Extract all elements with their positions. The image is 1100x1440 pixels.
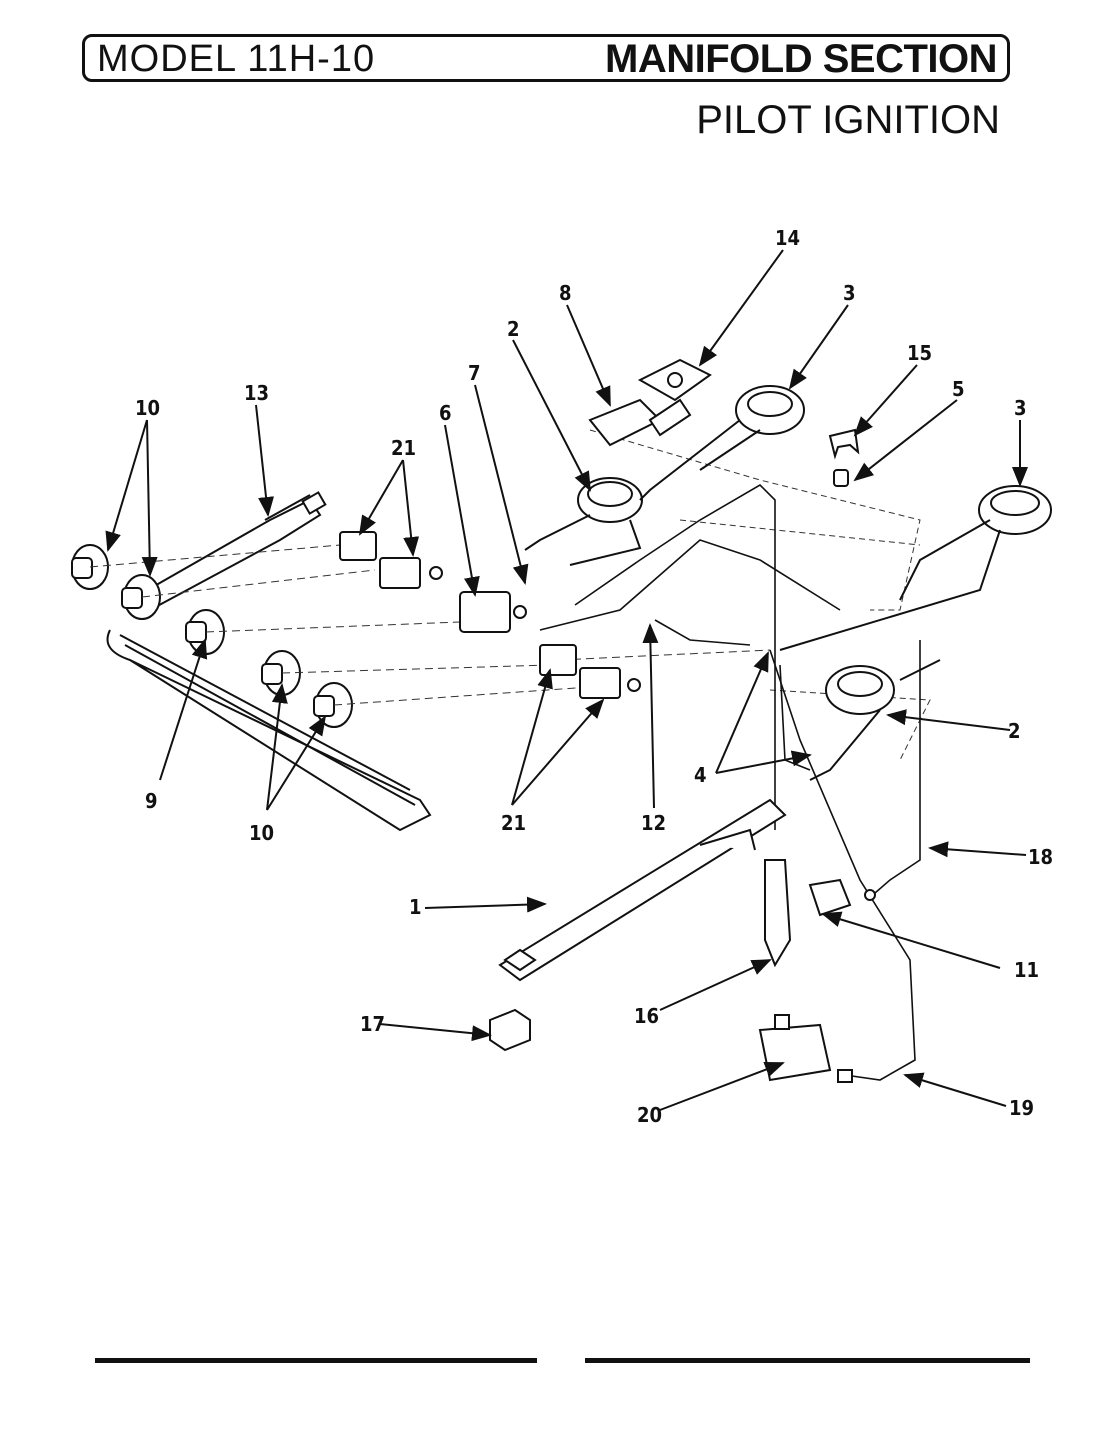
- callout-21b: 21: [501, 811, 526, 835]
- leader-lines: [105, 249, 1028, 1111]
- callout-19: 19: [1009, 1096, 1034, 1120]
- callout-14: 14: [775, 226, 800, 250]
- callout-18: 18: [1028, 845, 1053, 869]
- callout-13: 13: [244, 381, 269, 405]
- callouts: 14 8 3 2 7 6 15 5 3 10 13 21 9 10 21 12 …: [135, 226, 1053, 1127]
- main-burner-1: [498, 798, 787, 982]
- parts-15-5: [828, 428, 860, 487]
- callout-7: 7: [468, 361, 481, 385]
- callout-21a: 21: [391, 436, 416, 460]
- section-title: MANIFOLD SECTION: [605, 37, 997, 81]
- callout-10a: 10: [135, 396, 160, 420]
- manifold-pipe: [106, 629, 432, 832]
- callout-5: 5: [952, 377, 965, 401]
- model-title: MODEL 11H-10: [97, 38, 376, 80]
- cooktop-frame: [589, 429, 931, 761]
- callout-3a: 3: [843, 281, 856, 305]
- pilot-assembly: [764, 859, 876, 968]
- callout-2a: 2: [507, 317, 520, 341]
- callout-12: 12: [641, 811, 666, 835]
- callout-15: 15: [907, 341, 932, 365]
- header-box: MODEL 11H-10 MANIFOLD SECTION: [82, 34, 1010, 82]
- footer-rule-left: [95, 1358, 537, 1363]
- callout-9: 9: [145, 789, 158, 813]
- valves-lower: [539, 644, 641, 699]
- callout-10b: 10: [249, 821, 274, 845]
- callout-11: 11: [1014, 958, 1039, 982]
- callout-17: 17: [360, 1012, 385, 1036]
- pilot-tubes: [539, 483, 921, 1081]
- callout-20: 20: [637, 1103, 662, 1127]
- bracket-8: [588, 398, 692, 447]
- valve-20: [758, 1014, 853, 1083]
- valves-upper: [339, 531, 443, 589]
- footer-rule-right: [585, 1358, 1030, 1363]
- dash-leaders: [89, 544, 771, 706]
- callout-6: 6: [439, 401, 452, 425]
- part-14: [637, 358, 712, 402]
- callout-4: 4: [694, 763, 707, 787]
- callout-8: 8: [559, 281, 572, 305]
- callout-16: 16: [634, 1004, 659, 1028]
- callout-2b: 2: [1008, 719, 1021, 743]
- bracket-17: [489, 1008, 531, 1052]
- burner-tubes: [524, 419, 1001, 781]
- burners: [577, 385, 1052, 715]
- callout-3b: 3: [1014, 396, 1027, 420]
- callout-1: 1: [409, 895, 422, 919]
- subtitle: PILOT IGNITION: [696, 98, 1000, 142]
- valve-6: [459, 591, 527, 633]
